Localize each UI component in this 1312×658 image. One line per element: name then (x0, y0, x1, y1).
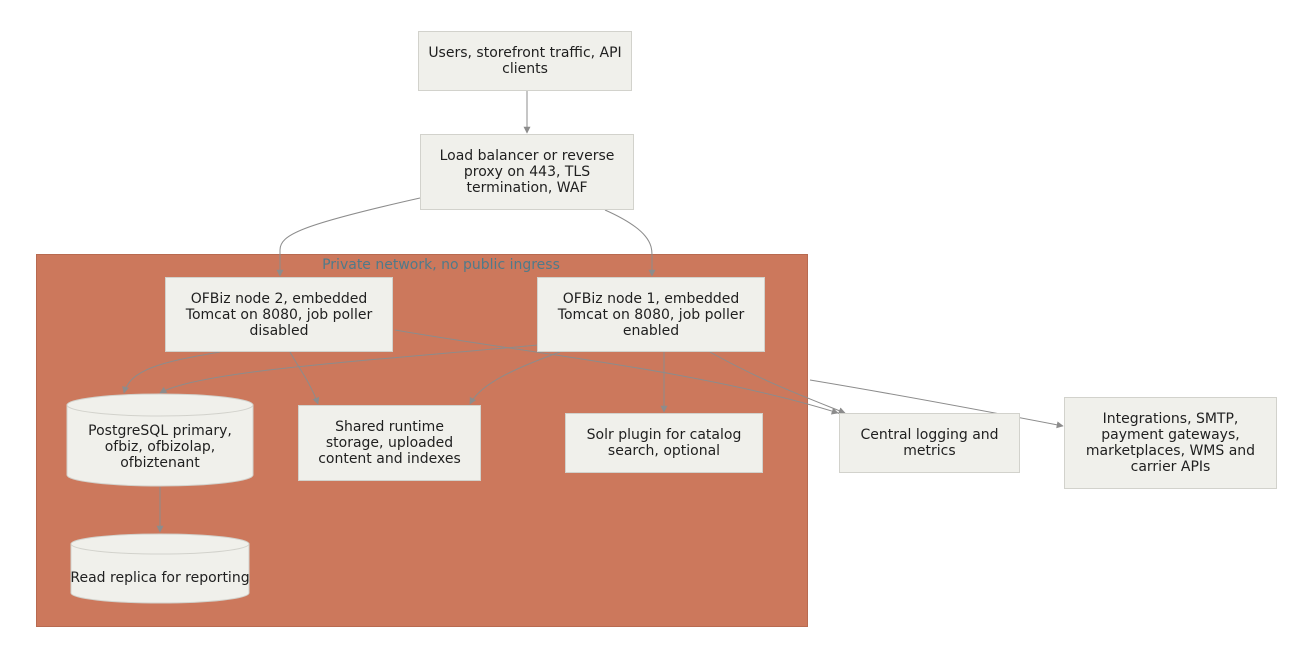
ofbiz-node-1-label: OFBiz node 1, embedded Tomcat on 8080, j… (557, 290, 745, 339)
load-balancer-label: Load balancer or reverse proxy on 443, T… (439, 148, 615, 196)
ofbiz-node-2-label: OFBiz node 2, embedded Tomcat on 8080, j… (185, 290, 373, 339)
integrations-label: Integrations, SMTP, payment gateways, ma… (1085, 411, 1256, 475)
ofbiz-node-1: OFBiz node 1, embedded Tomcat on 8080, j… (537, 277, 765, 352)
load-balancer-node: Load balancer or reverse proxy on 443, T… (420, 134, 634, 210)
shared-storage-node: Shared runtime storage, uploaded content… (298, 405, 481, 481)
cluster-label: Private network, no public ingress (322, 257, 560, 273)
solr-label: Solr plugin for catalog search, optional (586, 427, 742, 459)
read-replica-label: Read replica for reporting (70, 570, 250, 586)
solr-node: Solr plugin for catalog search, optional (565, 413, 763, 473)
cylinder-shape (70, 533, 250, 604)
ofbiz-node-2: OFBiz node 2, embedded Tomcat on 8080, j… (165, 277, 393, 352)
central-logging-label: Central logging and metrics (860, 427, 999, 459)
cylinder-shape (66, 393, 254, 487)
shared-storage-label: Shared runtime storage, uploaded content… (318, 419, 461, 467)
central-logging-node: Central logging and metrics (839, 413, 1020, 473)
users-node: Users, storefront traffic, API clients (418, 31, 632, 91)
users-label: Users, storefront traffic, API clients (428, 45, 622, 77)
postgresql-primary-cylinder: PostgreSQL primary, ofbiz, ofbizolap, of… (66, 393, 254, 488)
postgresql-primary-label: PostgreSQL primary, ofbiz, ofbizolap, of… (88, 423, 232, 471)
integrations-node: Integrations, SMTP, payment gateways, ma… (1064, 397, 1277, 489)
read-replica-cylinder: Read replica for reporting (70, 533, 250, 605)
